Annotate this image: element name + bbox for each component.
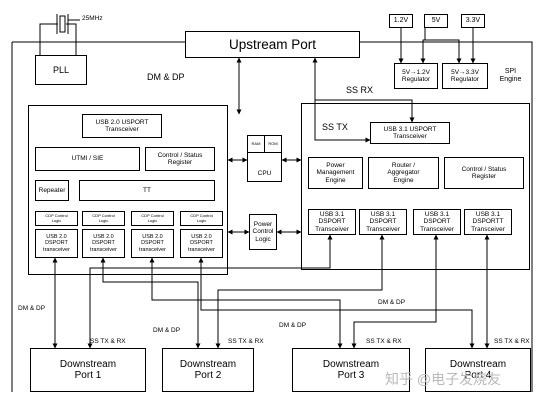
downstream-port-3: Downstream Port 3	[292, 348, 410, 392]
label-dm-dp-top: DM & DP	[147, 72, 185, 82]
power-control-logic: Power Control Logic	[249, 214, 277, 250]
label-dm-dp-mid2: DM & DP	[279, 322, 307, 329]
usb20-usport-transceiver: USB 2.0 USPORT Transceiver	[82, 114, 162, 138]
cdp-control-logic-2: CDP Control Logic	[82, 211, 125, 226]
usb20-hub-frame	[28, 105, 228, 275]
label-dm-dp-left: DM & DP	[18, 305, 46, 312]
rail-1v2-box: 1.2V	[389, 14, 413, 28]
label-dm-dp-right: DM & DP	[378, 299, 406, 306]
repeater-block: Repeater	[35, 180, 69, 201]
crystal-lead-right	[66, 23, 77, 55]
outer-frame-line	[11, 41, 533, 392]
downstream-port-2: Downstream Port 2	[162, 348, 254, 392]
usb31-hub-frame	[301, 103, 530, 270]
router-aggregator-engine: Router / Aggregator Engine	[368, 157, 439, 189]
rail-5v-to-12	[420, 39, 426, 64]
label-ss-txrx-2: SS TX & RX	[228, 338, 264, 345]
dsport31-3-link	[351, 234, 439, 349]
watermark-text: 知乎 @电子发烧友	[385, 371, 502, 387]
crystal-icon	[56, 14, 69, 34]
usb31-dsport-3: USB 3.1 DSPORT Transceiver	[413, 209, 461, 235]
usb31-dsport-2: USB 3.1 DSPORT Transceiver	[359, 209, 407, 235]
usb31-dsport-4: USB 3.1 DSPORTT Transceiver	[464, 209, 512, 235]
pll-block: PLL	[35, 55, 87, 85]
control-status-register-left: Control / Status Register	[145, 147, 215, 171]
connector-lines	[11, 19, 533, 392]
rom-block: ROM	[264, 135, 282, 153]
regulator-5v-3v3: 5V→3.3V Regulator	[442, 63, 488, 89]
dsport20-4-link	[198, 257, 475, 349]
rail-5v-box: 5V	[424, 14, 448, 28]
spi-engine-block: SPI Engine	[494, 63, 527, 89]
downstream-port-4: Downstream Port 4	[425, 348, 531, 392]
usb20-dsport-3: USB 2.0 DSPORT transceiver	[131, 229, 174, 258]
label-ss-txrx-1: SS TX & RX	[90, 338, 126, 345]
ss-tx-link	[314, 100, 371, 143]
usb20-dsport-4: USB 2.0 DSPORT transceiver	[180, 229, 223, 258]
label-dm-dp-mid1: DM & DP	[153, 327, 181, 334]
power-management-engine: Power Management Engine	[308, 157, 363, 189]
usb20-dsport-1: USB 2.0 DSPORT transceiver	[35, 229, 78, 258]
cdp-control-logic-1: CDP Control Logic	[35, 211, 78, 226]
utmi-sie-block: UTMI / SIE	[35, 147, 140, 171]
rail-5v-to-33	[424, 28, 462, 64]
label-ss-txrx-3: SS TX & RX	[366, 338, 402, 345]
label-ss-rx: SS RX	[346, 85, 374, 95]
label-ss-txrx-4: SS TX & RX	[494, 338, 530, 345]
control-status-register-right: Control / Status Register	[444, 157, 524, 189]
crystal-frequency-label: 25MHz	[82, 15, 103, 22]
cdp-control-logic-4: CDP Control Logic	[180, 211, 223, 226]
label-ss-tx: SS TX	[322, 122, 348, 132]
usb31-usport-transceiver: USB 3.1 USPORT Transceiver	[370, 122, 450, 144]
ss-rx-link-b	[314, 90, 415, 123]
tt-block: TT	[79, 180, 215, 201]
cdp-control-logic-3: CDP Control Logic	[131, 211, 174, 226]
crystal-lead-left	[39, 23, 58, 55]
upstream-port-block: Upstream Port	[185, 31, 360, 58]
cpu-block: CPU	[247, 152, 282, 182]
regulator-5v-1v2: 5V→1.2V Regulator	[394, 63, 438, 89]
downstream-port-1: Downstream Port 1	[30, 348, 146, 392]
ram-block: RAM	[247, 135, 265, 153]
rail-3v3-box: 3.3V	[461, 14, 485, 28]
usb20-dsport-2: USB 2.0 DSPORT transceiver	[82, 229, 125, 258]
usb31-dsport-1: USB 3.1 DSPORT Transceiver	[308, 209, 356, 235]
